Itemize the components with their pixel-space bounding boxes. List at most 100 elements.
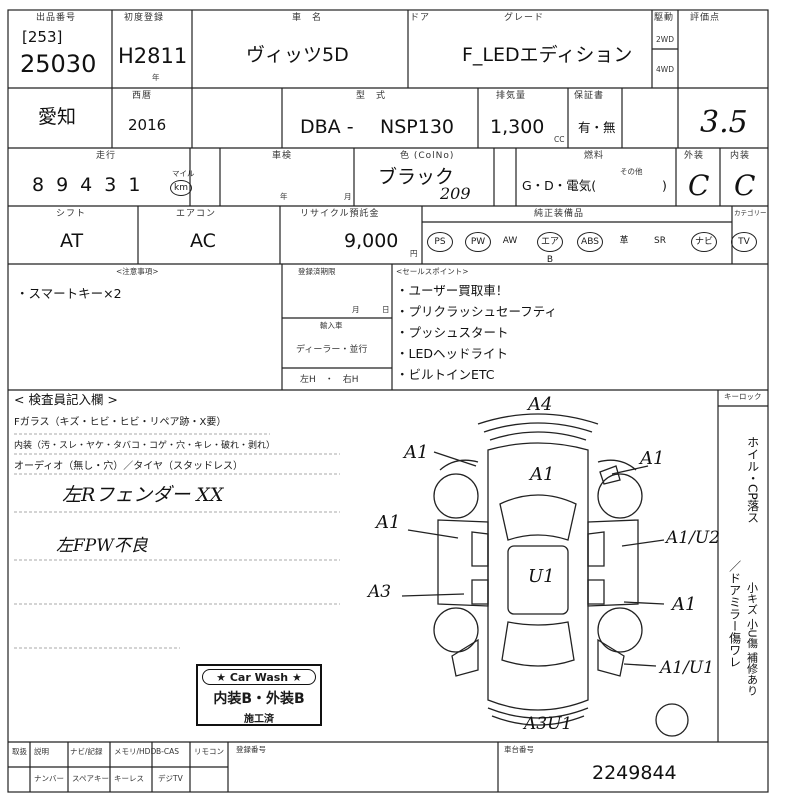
model-year: 2016: [128, 116, 167, 134]
footer-label-reg-no: 登録番号: [236, 745, 266, 754]
dealer-label: ディーラー・並行: [296, 345, 368, 355]
mileage-value: 89431: [32, 174, 153, 196]
inspection-label: 車検: [272, 151, 293, 161]
diagram-mark: A1: [672, 594, 697, 615]
footer-label-dtv: デジTV: [158, 774, 183, 783]
side-text-col1: ホイル・CP落ス: [745, 436, 760, 524]
diagram-mark: A1/U2: [666, 528, 720, 548]
doors-label: ドア: [410, 13, 431, 23]
equipment-item: TV: [731, 232, 757, 252]
equipment-item: ABS: [577, 232, 603, 252]
fuel-options: G・D・電気(: [522, 178, 597, 193]
equipment-item: PS: [427, 232, 453, 252]
footer-label-remote: リモコン: [194, 747, 224, 756]
drive-2wd: 2WD: [656, 35, 674, 44]
audio-line: オーディオ（無し・穴）／タイヤ（スタッドレス）: [14, 461, 243, 472]
equipment-item: 革: [619, 236, 629, 246]
mileage-unit-mile: マイル: [172, 169, 195, 178]
warranty-value: 有・無: [578, 120, 616, 135]
grade-label: グレード: [504, 13, 545, 23]
recycle-value: 9,000: [344, 230, 399, 252]
fuel-other-label: その他: [620, 167, 643, 176]
fuel-close: ): [662, 178, 667, 193]
first-reg-value: H2811: [118, 44, 188, 68]
equipment-item: PW: [465, 232, 491, 252]
interior-line: 内装（汚・スレ・ヤケ・タバコ・コゲ・穴・キレ・破れ・剥れ）: [14, 441, 276, 451]
equipment-item: SR: [654, 236, 666, 246]
car-wash-body: 内装B・外装B: [213, 691, 305, 707]
sales-point: ・ビルトインETC: [396, 367, 495, 382]
lot-number: 25030: [20, 50, 97, 78]
register-label: 登録済期限: [298, 267, 336, 276]
footer-label-spare: スペアキー: [72, 774, 109, 783]
steering-label: 左H ・ 右H: [300, 375, 359, 385]
footer-label-chassis: 車台番号: [504, 745, 534, 754]
footer-label-right-hand: 取扱: [12, 747, 27, 756]
chassis-number: 2249844: [592, 762, 677, 784]
notable-label: <注意事項>: [116, 267, 159, 276]
year-label: 西暦: [132, 91, 153, 101]
lot-label: 出品番号: [36, 13, 77, 23]
footer-label-hdd: メモリ/HDD: [114, 747, 157, 756]
diagram-mark: U1: [528, 566, 555, 587]
color-value: ブラック: [378, 166, 455, 188]
equipment-label: 純正装備品: [534, 209, 585, 219]
keylock-label: キーロック: [724, 392, 762, 401]
grade-value: F_LEDエディション: [462, 44, 633, 66]
diagram-mark: A1: [376, 512, 401, 533]
mileage-unit-km: km: [170, 180, 192, 196]
shift-value: AT: [60, 230, 84, 252]
car-wash-stamp: ★ Car Wash ★ 内装B・外装B 施工済: [196, 664, 322, 726]
diagram-mark: A1: [640, 448, 665, 469]
car-wash-done: 施工済: [244, 714, 274, 725]
displacement-label: 排気量: [496, 91, 527, 101]
fuel-label: 燃料: [584, 151, 605, 161]
register-day: 日: [382, 305, 390, 314]
model-code-label: 型 式: [356, 91, 387, 101]
first-reg-year-mark: 年: [152, 73, 160, 82]
color-label: 色 (ColNo): [400, 151, 455, 161]
diagram-mark: A1: [530, 464, 555, 485]
first-reg-label: 初度登録: [124, 13, 165, 23]
equipment-item: エアB: [537, 232, 563, 265]
footer-label-manual: 説明: [34, 747, 49, 756]
diagram-mark: A3: [368, 582, 392, 602]
aircon-value: AC: [190, 230, 216, 252]
recycle-label: リサイクル預託金: [300, 209, 380, 219]
special-label: カテゴリー: [734, 209, 767, 217]
glass-line: Fガラス（キズ・ヒビ・ヒビ・リペア跡・X要）: [14, 417, 227, 428]
footer-label-navi: ナビ/記録: [70, 747, 103, 756]
drive-4wd: 4WD: [656, 65, 674, 74]
sales-label: <セールスポイント>: [396, 267, 469, 276]
score-value: 3.5: [700, 105, 748, 140]
score-label: 評価点: [690, 13, 721, 23]
inspector-note-1: 左Rフェンダー XX: [62, 484, 224, 506]
diagram-mark: A3U1: [524, 714, 573, 734]
exterior-grade: C: [688, 169, 710, 202]
inspection-year-mark: 年: [280, 192, 288, 201]
diagram-mark: A1/U1: [660, 658, 714, 678]
location: 愛知: [38, 106, 77, 128]
drive-label: 駆動: [654, 13, 675, 23]
notable-item: ・スマートキー×2: [16, 286, 122, 301]
footer-label-bcas: B-CAS: [156, 747, 179, 756]
recycle-yen: 円: [410, 249, 418, 258]
car-name: ヴィッツ5D: [246, 44, 349, 66]
exterior-label: 外装: [684, 151, 705, 161]
shift-label: シフト: [56, 209, 87, 219]
displacement-value: 1,300: [490, 116, 545, 138]
sales-point: ・プッシュスタート: [396, 325, 509, 340]
sales-point: ・ユーザー買取車！: [396, 283, 509, 298]
interior-label: 内装: [730, 151, 751, 161]
cc-unit: CC: [554, 135, 565, 144]
car-wash-head: ★ Car Wash ★: [202, 669, 316, 685]
footer-label-number: ナンバー: [34, 774, 64, 783]
inspection-month-mark: 月: [344, 192, 352, 201]
diagram-mark: A1: [404, 442, 429, 463]
sales-point: ・LEDヘッドライト: [396, 346, 508, 361]
sales-point: ・プリクラッシュセーフティ: [396, 304, 558, 319]
diagram-mark: A4: [528, 394, 553, 415]
color-number: 209: [440, 184, 471, 203]
import-label: 輸入車: [320, 321, 343, 330]
